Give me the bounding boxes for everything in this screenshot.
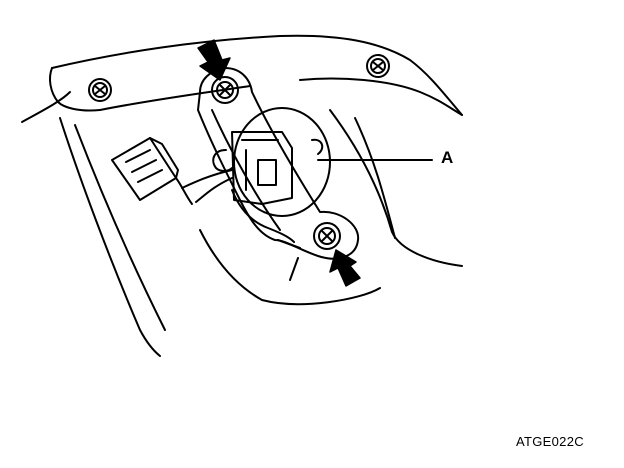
recess-curve <box>354 117 396 239</box>
mounting-bracket <box>197 67 360 260</box>
electrical-connector <box>111 137 179 201</box>
sensor-detail <box>241 139 279 191</box>
sensor-body <box>231 131 293 205</box>
bracket-screw-bottom <box>313 222 341 250</box>
panel-outer-edge <box>21 91 71 123</box>
sensor-clip <box>212 149 233 172</box>
panel-left-face <box>59 117 161 357</box>
wire-harness <box>181 169 233 203</box>
panel-left-lip <box>49 67 101 112</box>
panel-inner-face <box>74 124 166 331</box>
panel-bottom-edge <box>199 229 381 306</box>
figure-code: ATGE022C <box>516 434 584 449</box>
connector-lead <box>175 177 193 205</box>
callout-label-a: A <box>441 148 454 167</box>
arrow-top-screw <box>197 39 231 81</box>
bracket-screw-top <box>211 76 239 104</box>
bracket-edge-inner <box>211 109 281 231</box>
screw-upper-left <box>88 78 112 102</box>
pointer-lines <box>277 239 301 281</box>
panel-inner-top <box>99 85 251 111</box>
sensor-housing <box>233 107 331 217</box>
recess-edge <box>329 109 463 267</box>
panel-inner-ridge <box>299 77 463 116</box>
arrow-bottom-screw <box>329 249 361 287</box>
panel-top-edge <box>51 34 463 116</box>
housing-tab <box>311 138 324 155</box>
screw-upper-right <box>366 54 390 78</box>
wire-loop <box>231 189 295 243</box>
